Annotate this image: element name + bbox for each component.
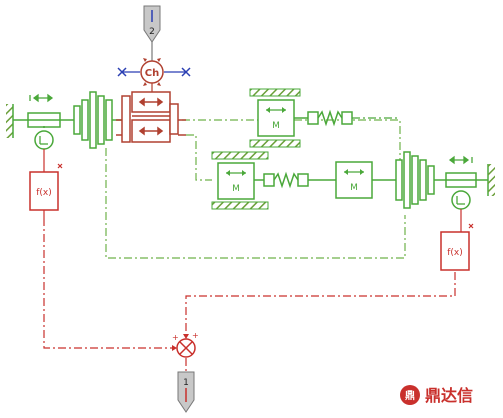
third-mass-label: M <box>350 183 358 193</box>
lower-mass-assembly: M <box>211 151 336 210</box>
upper-mass-assembly: M <box>249 88 400 148</box>
watermark-text: 鼎达信 <box>425 386 473 405</box>
left-rotary-sensor <box>34 130 54 172</box>
clutch-control-node: Ch <box>140 58 164 86</box>
port-1-label: 1 <box>183 378 189 388</box>
watermark-logo: 鼎 鼎达信 <box>400 385 473 405</box>
red-dashdot-connections <box>43 218 456 372</box>
left-gear-stack <box>73 91 122 149</box>
third-mass: M <box>335 161 396 199</box>
right-function-block: f(x) <box>440 223 474 271</box>
right-speed-arrow-icon <box>448 155 473 165</box>
port-2-label: 2 <box>149 27 155 37</box>
lower-mass-label: M <box>232 184 240 194</box>
summing-junction: + + <box>172 331 199 358</box>
right-ground-wall <box>487 164 495 196</box>
svg-text:鼎: 鼎 <box>405 390 415 402</box>
left-ground-wall <box>6 104 14 138</box>
upper-mass-label: M <box>272 121 280 131</box>
left-function-block: f(x) <box>29 163 63 218</box>
green-dashdot-connections <box>105 119 406 259</box>
svg-text:+: + <box>172 333 179 342</box>
left-speed-arrow-icon <box>29 93 54 103</box>
left-function-label: f(x) <box>36 188 52 198</box>
svg-text:+: + <box>192 331 199 340</box>
right-gear-stack <box>395 151 446 209</box>
port-2-input[interactable]: 2 <box>143 5 161 43</box>
right-function-label: f(x) <box>447 248 463 258</box>
left-shaft <box>13 112 74 128</box>
right-rotary-sensor <box>451 190 471 232</box>
clutch-label: Ch <box>145 68 159 79</box>
port-1-output[interactable]: 1 <box>177 371 195 413</box>
clutch-block <box>116 91 186 143</box>
right-shaft <box>445 172 488 188</box>
clutch-control-connector <box>117 42 191 92</box>
